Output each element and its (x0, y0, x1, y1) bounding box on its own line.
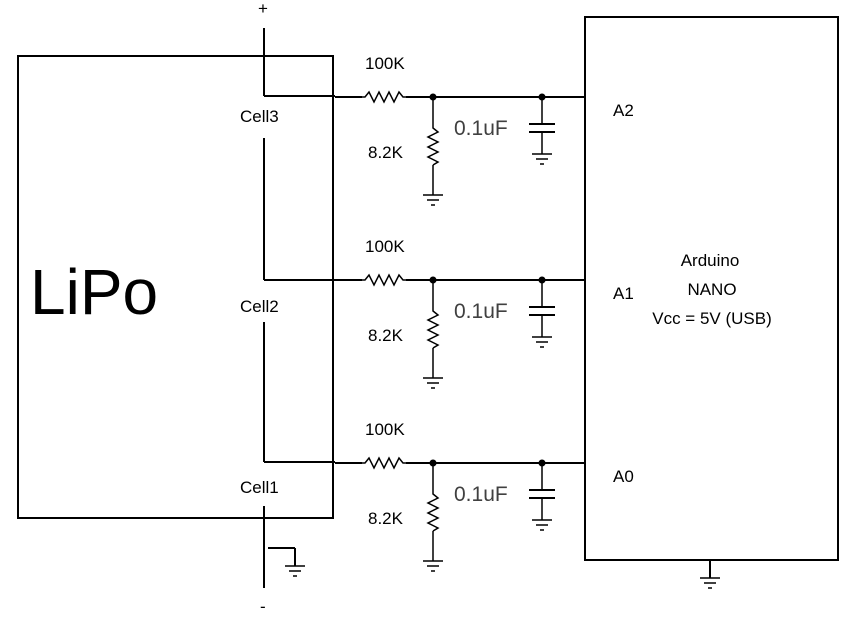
cell2-capacitor-value: 0.1uF (454, 300, 508, 323)
arduino-model-label: NANO (687, 280, 736, 299)
cell3-shunt-resistor-value: 8.2K (368, 143, 404, 162)
cell3-label: Cell3 (240, 107, 279, 126)
cell1-label: Cell1 (240, 478, 279, 497)
cell3-divider-row: 100K 8.2K 0.1uF A2 (335, 54, 634, 206)
arduino-ground-symbol (700, 560, 720, 589)
minus-terminal-label: - (260, 597, 266, 616)
cell3-shunt-resistor (426, 125, 440, 166)
cell1-shunt-resistor (426, 491, 440, 532)
cell2-series-resistor-value: 100K (365, 237, 405, 256)
cell1-series-resistor-value: 100K (365, 420, 405, 439)
cell2-label: Cell2 (240, 297, 279, 316)
arduino-name-label: Arduino (681, 251, 740, 270)
pin-label-a2: A2 (613, 101, 634, 120)
cell1-divider-row: 100K 8.2K 0.1uF A0 (335, 420, 634, 572)
cell3-series-resistor (362, 90, 406, 104)
cell1-capacitor-value: 0.1uF (454, 483, 508, 506)
cell3-series-resistor-value: 100K (365, 54, 405, 73)
arduino-vcc-label: Vcc = 5V (USB) (652, 309, 772, 328)
lipo-label: LiPo (30, 256, 158, 328)
plus-terminal-label: + (258, 0, 268, 18)
lipo-battery-box (17, 55, 334, 519)
cell2-shunt-resistor (426, 308, 440, 349)
cell1-series-resistor (362, 456, 406, 470)
cell1-shunt-resistor-value: 8.2K (368, 509, 404, 528)
cell2-series-resistor (362, 273, 406, 287)
cell2-shunt-resistor-value: 8.2K (368, 326, 404, 345)
battery-ground-symbol (268, 547, 305, 577)
cell2-divider-row: 100K 8.2K 0.1uF A1 (335, 237, 634, 389)
pin-label-a1: A1 (613, 284, 634, 303)
pin-label-a0: A0 (613, 467, 634, 486)
arduino-nano-box (584, 16, 839, 561)
cell3-capacitor-value: 0.1uF (454, 117, 508, 140)
